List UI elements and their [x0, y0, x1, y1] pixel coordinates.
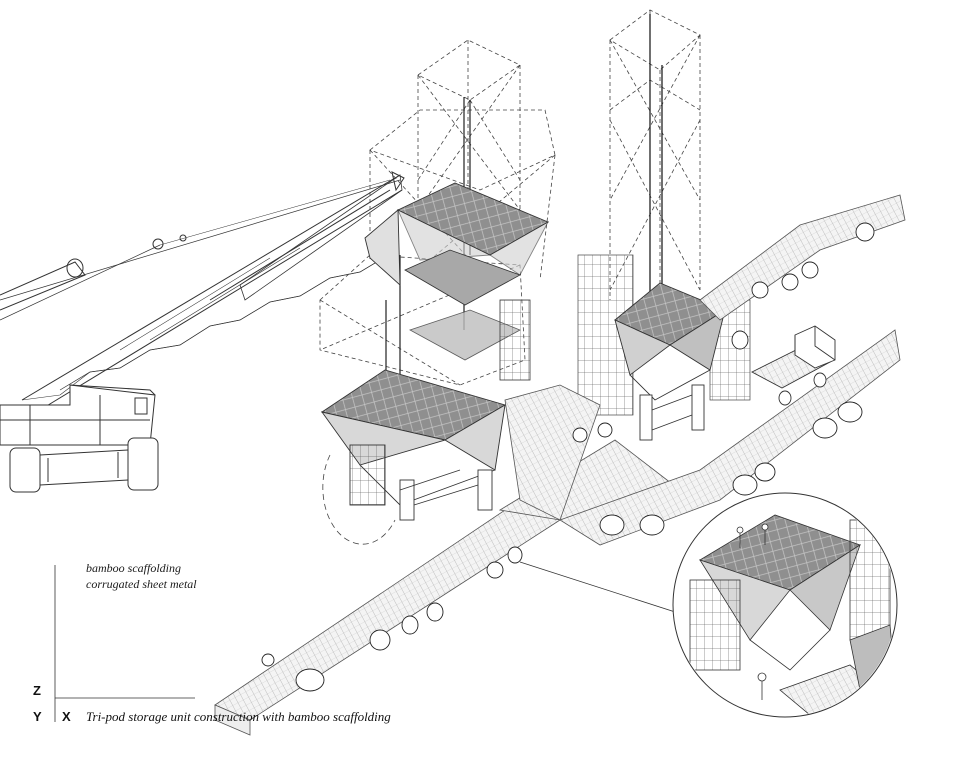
walkway-main: [214, 194, 906, 736]
axis-label-z: Z: [33, 683, 41, 698]
crane-boom: [21, 174, 403, 411]
truck: [751, 325, 836, 406]
detail-callout: [672, 492, 898, 718]
axis-label-x: X: [62, 709, 71, 724]
crane-cable: [0, 179, 401, 301]
legend-bamboo-scaffolding: bamboo scaffolding: [86, 561, 181, 575]
detail-leader-line: [519, 561, 701, 621]
axis-label-y: Y: [33, 709, 42, 724]
legend-corrugated-sheet-metal: corrugated sheet metal: [86, 577, 197, 591]
left-mid-floor: [404, 249, 531, 381]
right-roof: [614, 282, 726, 441]
left-lower-roof: [320, 369, 507, 521]
right-tower-poles: [649, 14, 663, 300]
drawing-caption: Tri-pod storage unit construction with b…: [86, 709, 391, 724]
axis-indicator: [54, 565, 195, 722]
crane-body: [0, 384, 156, 446]
crane: [0, 171, 405, 493]
left-upper-roof: [364, 182, 550, 287]
walkway-drums: [261, 222, 875, 692]
crane-tracks: [9, 437, 159, 493]
